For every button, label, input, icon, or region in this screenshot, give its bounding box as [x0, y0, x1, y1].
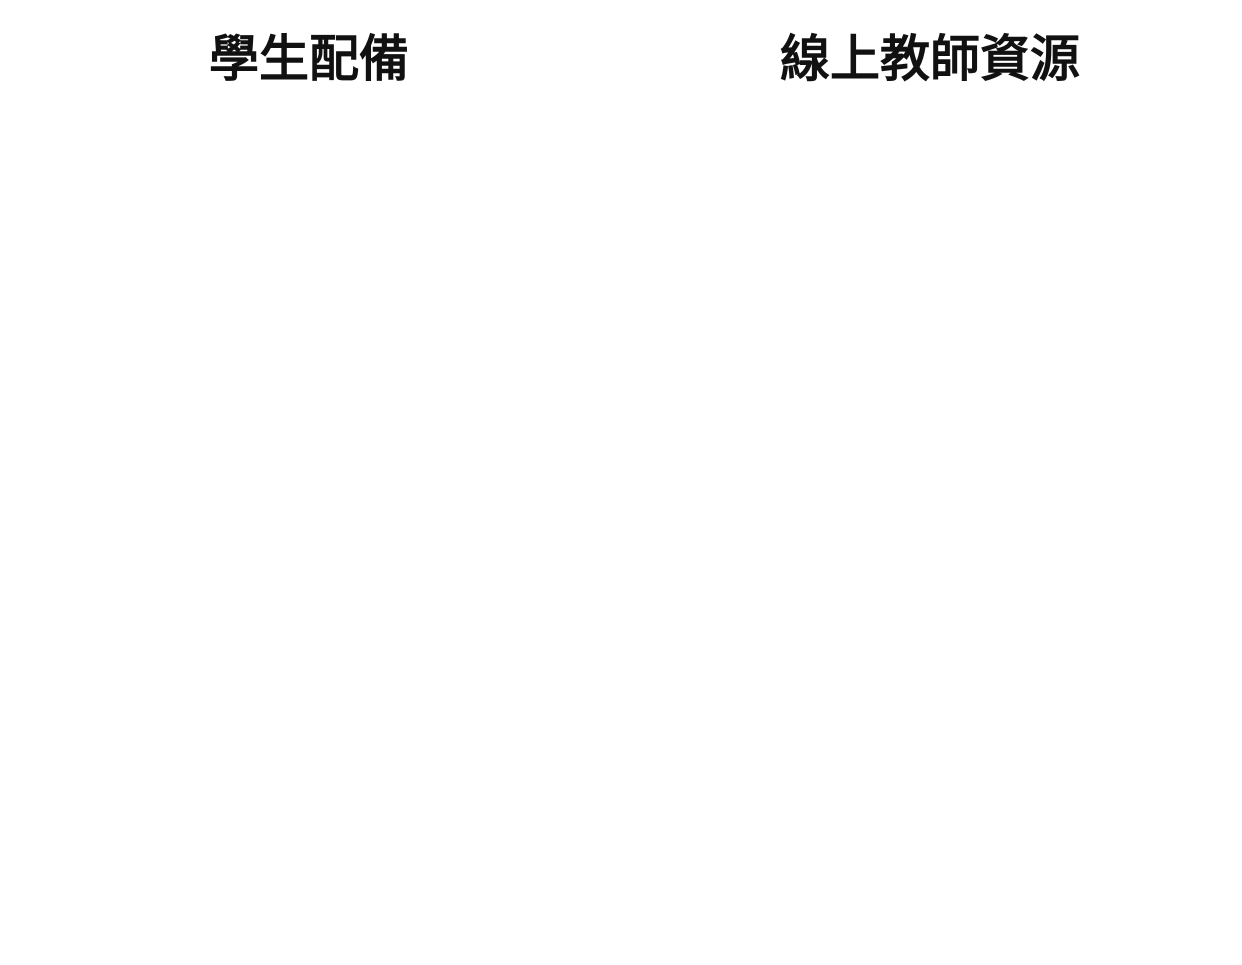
online-teacher-resources-content [618, 100, 1242, 965]
student-equipment-section: 學生配備 [0, 0, 618, 965]
student-equipment-content [0, 100, 618, 965]
online-teacher-resources-heading: 線上教師資源 [780, 30, 1080, 88]
online-teacher-resources-section: 線上教師資源 [618, 0, 1242, 965]
student-equipment-heading: 學生配備 [209, 30, 409, 88]
